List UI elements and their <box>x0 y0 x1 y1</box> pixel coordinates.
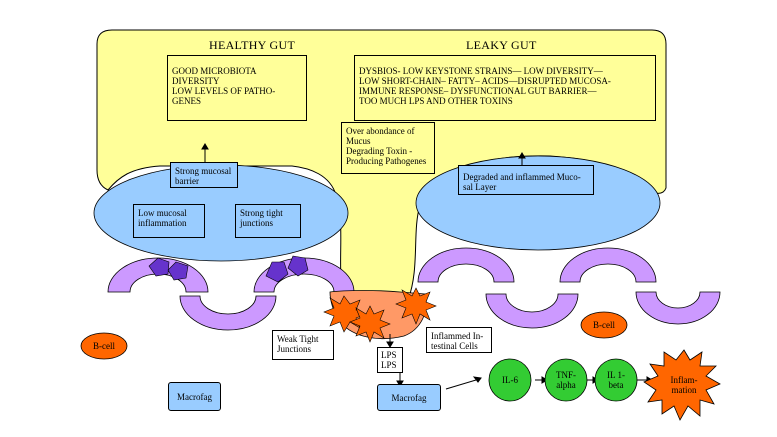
b-cell-right-shape <box>580 311 628 339</box>
arrows <box>201 143 653 390</box>
weak-junctions-box: Weak Tight Junctions <box>272 330 334 360</box>
il6-cell <box>488 358 532 402</box>
epithelial-cell <box>559 247 657 283</box>
tight-junctions <box>148 255 309 283</box>
inflamed-cells-box: Inflammed In- testinal Cells <box>426 327 492 353</box>
leaky-traits-box: DYSBIOS- LOW KEYSTONE STRAINS— LOW DIVER… <box>354 55 656 121</box>
lps-box: LPS LPS <box>377 347 403 373</box>
b-cell-left-label: B-cell <box>93 341 115 351</box>
healthy-gut-heading: HEALTHY GUT <box>209 38 296 52</box>
tnf-label: TNF- alpha <box>556 370 576 390</box>
inflammation-burst <box>643 349 721 421</box>
junction-protein <box>167 261 189 281</box>
epithelial-cell <box>417 247 515 283</box>
degraded-layer-box: Degraded and inflammed Muco- sal Layer <box>458 165 594 195</box>
junction-protein <box>265 261 289 283</box>
strong-barrier-box: Strong mucosal barrier <box>170 162 238 188</box>
b-cell-left-shape <box>80 332 128 360</box>
b-cell-right-label: B-cell <box>593 320 615 330</box>
inflammation-stars <box>323 287 437 343</box>
il6-label: IL-6 <box>502 375 518 385</box>
inflammation-label: Inflam- mation <box>670 375 698 395</box>
epithelial-cell <box>179 295 277 331</box>
epithelial-cell <box>635 291 721 325</box>
strong-junctions-box: Strong tight junctions <box>235 204 301 238</box>
star-burst <box>349 305 391 343</box>
leaky-gut-heading: LEAKY GUT <box>466 38 537 52</box>
healthy-traits-box: GOOD MICROBIOTA DIVERSITY LOW LEVELS OF … <box>167 55 307 121</box>
il1-label: IL 1- beta <box>607 370 625 390</box>
junction-protein <box>287 255 309 277</box>
mucus-pathogens-box: Over abondance of Mucus Degrading Toxin … <box>341 122 435 174</box>
epithelial-cell <box>485 293 579 329</box>
star-burst <box>395 287 437 325</box>
junction-protein <box>148 257 170 277</box>
il1-cell <box>594 358 638 402</box>
macrofag-right-box: Macrofag <box>377 384 441 411</box>
tnf-cell <box>544 358 588 402</box>
macrofag-left-box: Macrofag <box>168 382 221 411</box>
low-inflammation-box: Low mucosal inflammation <box>133 204 205 238</box>
